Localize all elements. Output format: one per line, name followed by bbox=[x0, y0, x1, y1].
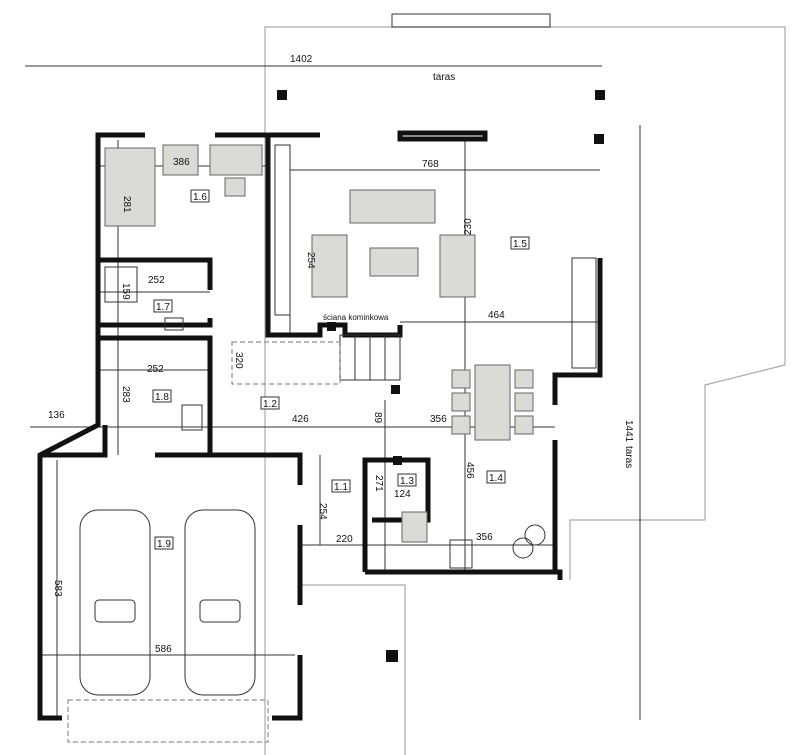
room-1-9: 1.9 bbox=[157, 539, 171, 550]
dim-426: 426 bbox=[292, 414, 309, 425]
room-1-6: 1.6 bbox=[193, 192, 207, 203]
room-1-7: 1.7 bbox=[156, 302, 170, 313]
dim-464: 464 bbox=[488, 310, 505, 321]
dim-386: 386 bbox=[173, 157, 190, 168]
dim-230: 230 bbox=[463, 218, 474, 235]
fireplace-wall-label: ściana kominkowa bbox=[323, 313, 389, 322]
dim-356: 356 bbox=[430, 414, 447, 425]
dim-89: 89 bbox=[372, 412, 383, 424]
dim-768: 768 bbox=[422, 159, 439, 170]
dim-254-b: 254 bbox=[317, 503, 328, 520]
dim-583: 583 bbox=[52, 580, 63, 597]
room-1-2: 1.2 bbox=[263, 399, 277, 410]
dining-table bbox=[474, 364, 511, 441]
dim-159: 159 bbox=[120, 283, 131, 300]
room-labels: 1.1 1.2 1.3 1.4 1.5 1.6 1.7 1.8 1.9 bbox=[152, 189, 530, 550]
dim-254: 254 bbox=[305, 252, 316, 269]
sofa bbox=[349, 189, 436, 224]
room-1-5: 1.5 bbox=[513, 239, 527, 250]
entrance-terrace bbox=[300, 584, 406, 755]
armchair-right bbox=[439, 234, 476, 298]
dim-281: 281 bbox=[121, 196, 132, 213]
dim-124: 124 bbox=[394, 489, 411, 500]
terrace-outline bbox=[264, 26, 786, 755]
room-1-8: 1.8 bbox=[155, 392, 169, 403]
dim-283: 283 bbox=[120, 386, 131, 403]
stove bbox=[449, 539, 473, 569]
dim-252-b: 252 bbox=[147, 364, 164, 375]
dim-456: 456 bbox=[464, 462, 475, 479]
room-1-3: 1.3 bbox=[400, 476, 414, 487]
dim-252: 252 bbox=[148, 275, 165, 286]
desk bbox=[162, 144, 199, 176]
dim-220: 220 bbox=[336, 534, 353, 545]
room-1-4: 1.4 bbox=[489, 473, 503, 484]
stairs bbox=[67, 334, 401, 743]
furniture bbox=[104, 144, 597, 569]
coffee-table bbox=[369, 247, 419, 277]
terrace-label-right: taras bbox=[623, 446, 634, 468]
dimension-labels: 1402 768 230 254 386 281 252 159 464 320… bbox=[48, 54, 634, 655]
dim-586: 586 bbox=[155, 644, 172, 655]
terrace-label-top: taras bbox=[433, 72, 455, 83]
dim-356-b: 356 bbox=[476, 532, 493, 543]
dim-136: 136 bbox=[48, 410, 65, 421]
dim-1402: 1402 bbox=[290, 54, 313, 65]
dim-1441: 1441 bbox=[623, 420, 634, 443]
cars bbox=[79, 509, 256, 696]
bed bbox=[104, 147, 156, 227]
dim-271: 271 bbox=[373, 475, 384, 492]
room-1-1: 1.1 bbox=[334, 482, 348, 493]
dim-320: 320 bbox=[233, 352, 244, 369]
terrace-step bbox=[391, 13, 551, 28]
armchair-left bbox=[311, 234, 348, 298]
shower bbox=[104, 266, 138, 303]
